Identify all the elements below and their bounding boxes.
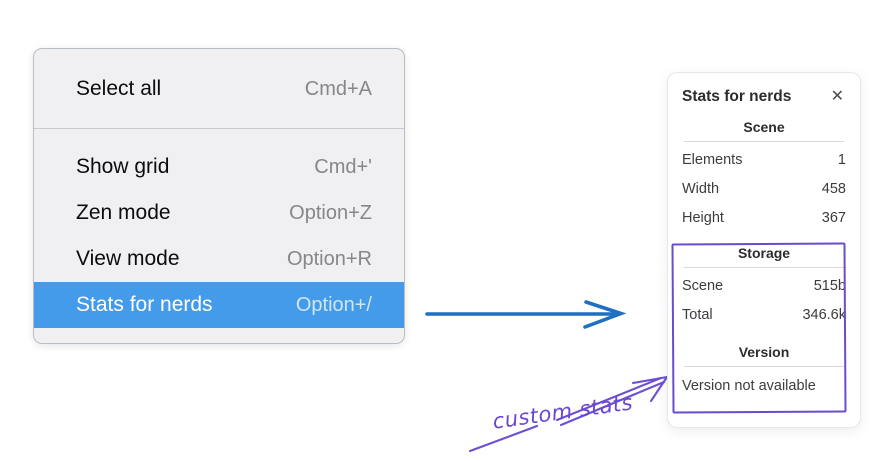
stat-label: Height [682,210,724,226]
menu-divider [34,128,404,129]
stats-panel-header: Stats for nerds ✕ [682,87,846,107]
version-section-header: Version [738,344,790,360]
stats-panel-title: Stats for nerds [682,88,792,105]
section-divider [684,141,844,142]
section-divider [684,366,844,367]
stat-row-scene-size: Scene 515b [682,272,846,301]
custom-stats-annotation: custom stats [491,390,635,434]
menu-item-shortcut: Option+Z [289,201,372,224]
menu-item-label: View mode [76,247,180,270]
menu-item-shortcut: Option+/ [295,293,372,316]
close-icon[interactable]: ✕ [830,88,844,105]
menu-item-zen-mode[interactable]: Zen mode Option+Z [34,190,404,236]
menu-item-label: Zen mode [76,201,171,224]
menu-item-shortcut: Option+R [286,247,372,270]
menu-item-shortcut: Cmd+A [304,77,372,100]
stat-row-elements: Elements 1 [682,146,846,175]
menu-item-show-grid[interactable]: Show grid Cmd+' [34,144,404,190]
stat-label: Width [682,181,720,197]
context-menu: Select all Cmd+A Show grid Cmd+' Zen mod… [33,48,405,344]
stat-row-width: Width 458 [682,175,846,204]
storage-section: Storage Scene 515b Total 346.6k [682,243,846,330]
version-note: Version not available [682,378,816,394]
stat-label: Scene [682,278,724,294]
stat-row-total-size: Total 346.6k [682,301,846,330]
menu-item-label: Stats for nerds [76,293,213,316]
stat-row-height: Height 367 [682,204,846,233]
stat-label: Total [682,307,713,323]
stat-value: 1 [837,152,846,168]
menu-item-stats-for-nerds[interactable]: Stats for nerds Option+/ [34,282,404,328]
stat-label: Elements [682,152,743,168]
menu-item-label: Show grid [76,155,170,178]
menu-item-view-mode[interactable]: View mode Option+R [34,236,404,282]
scene-section: Scene Elements 1 Width 458 Height 367 [682,117,846,233]
storage-section-header: Storage [737,245,791,261]
stat-value: 346.6k [802,307,846,323]
menu-item-label: Select all [76,77,162,100]
stat-value: 515b [813,278,846,294]
section-divider [684,267,844,268]
menu-item-shortcut: Cmd+' [314,155,372,178]
menu-item-select-all[interactable]: Select all Cmd+A [34,65,404,113]
stat-value: 367 [821,210,846,226]
stat-value: 458 [821,181,846,197]
version-section: Version Version not available [682,342,846,401]
stats-panel: Stats for nerds ✕ Scene Elements 1 Width… [667,72,861,428]
scene-section-header: Scene [743,119,785,135]
